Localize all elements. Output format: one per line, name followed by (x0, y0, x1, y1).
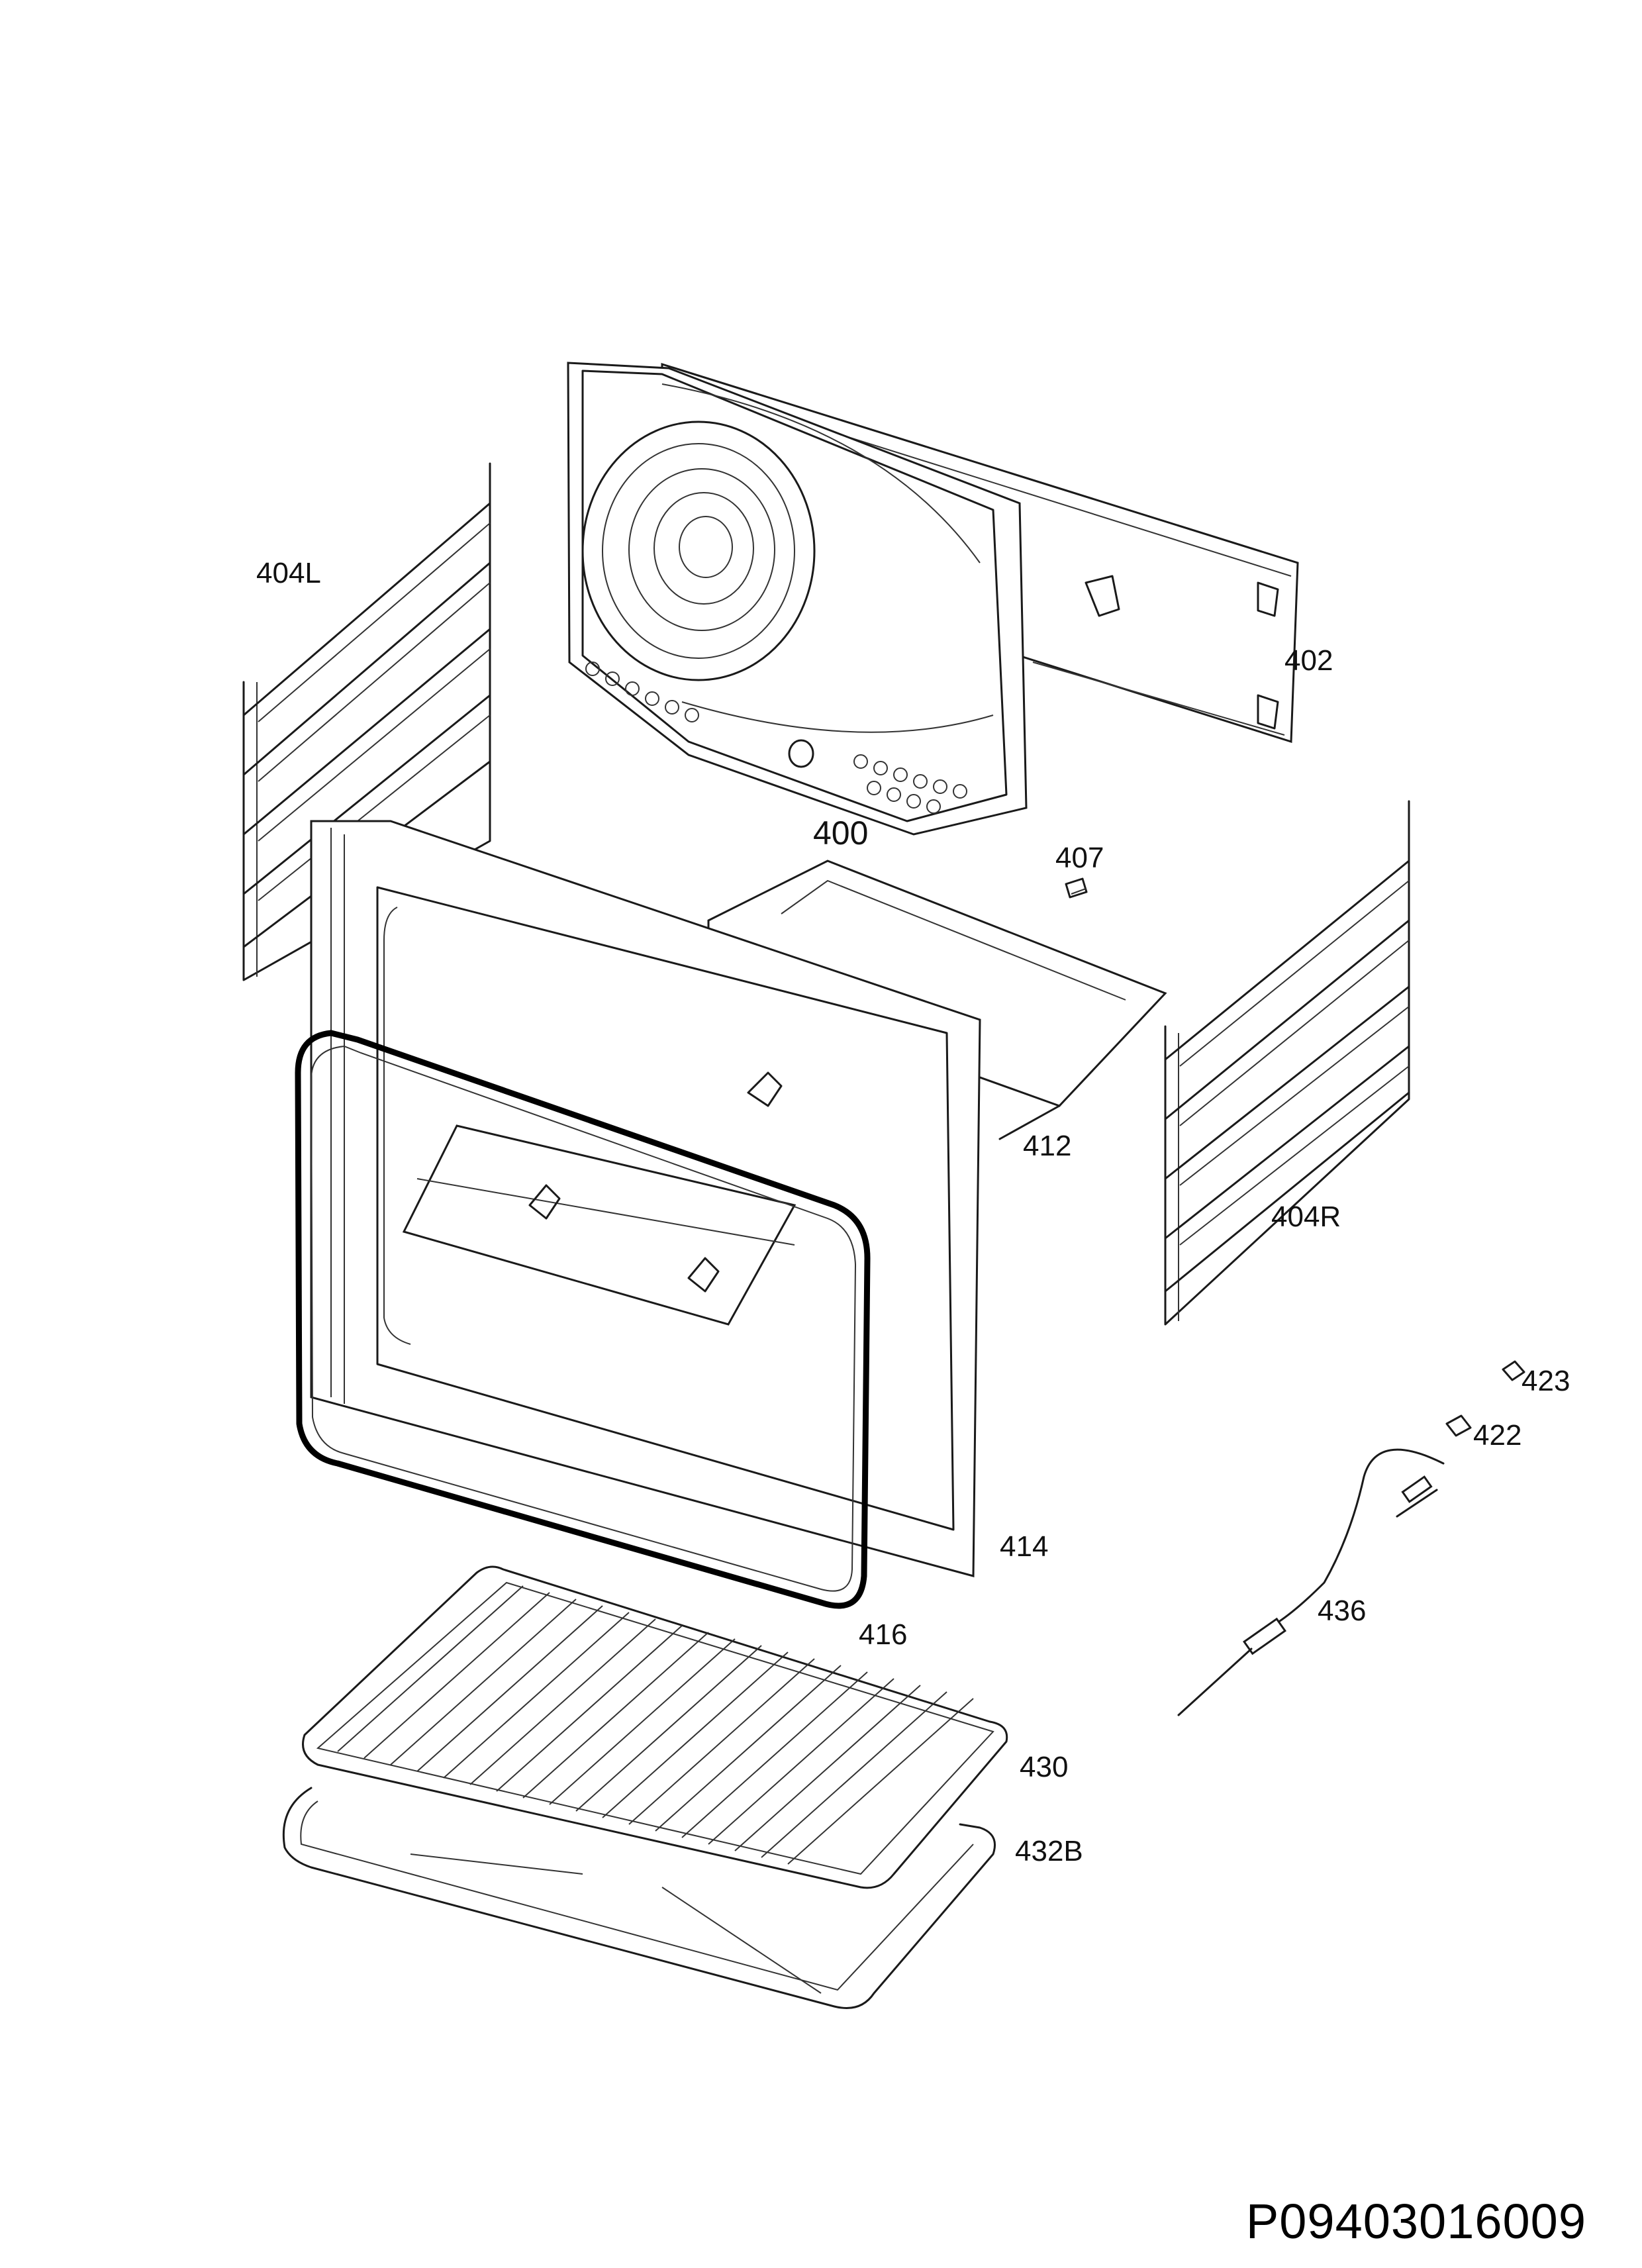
label-407: 407 (1055, 842, 1104, 874)
oven-front-frame (310, 820, 981, 1577)
rear-panel-fan-cover (567, 362, 1299, 836)
wire-rack (302, 1565, 1008, 1889)
door-seal-gasket (295, 1030, 871, 1609)
small-part-422 (1445, 1414, 1472, 1437)
meat-probe (1177, 1448, 1445, 1716)
label-432b: 432B (1015, 1835, 1083, 1867)
left-shelf-support (242, 462, 491, 981)
label-430: 430 (1020, 1751, 1068, 1783)
label-402: 402 (1284, 644, 1333, 677)
small-part-423 (1502, 1360, 1525, 1381)
document-code: P09403016009 (1245, 2194, 1586, 2249)
label-436: 436 (1318, 1595, 1366, 1627)
label-414: 414 (1000, 1530, 1048, 1563)
label-412: 412 (1023, 1130, 1071, 1162)
baking-tray (282, 1787, 996, 2009)
label-416: 416 (859, 1618, 907, 1651)
rack-wires (337, 1585, 974, 1865)
label-423: 423 (1521, 1365, 1570, 1397)
label-422: 422 (1473, 1419, 1521, 1452)
small-clip-407 (1065, 877, 1088, 899)
label-404r: 404R (1271, 1201, 1341, 1233)
right-shelf-support (1164, 800, 1410, 1326)
label-400: 400 (813, 814, 868, 852)
vent-holes (585, 662, 967, 814)
label-404l: 404L (256, 557, 321, 589)
